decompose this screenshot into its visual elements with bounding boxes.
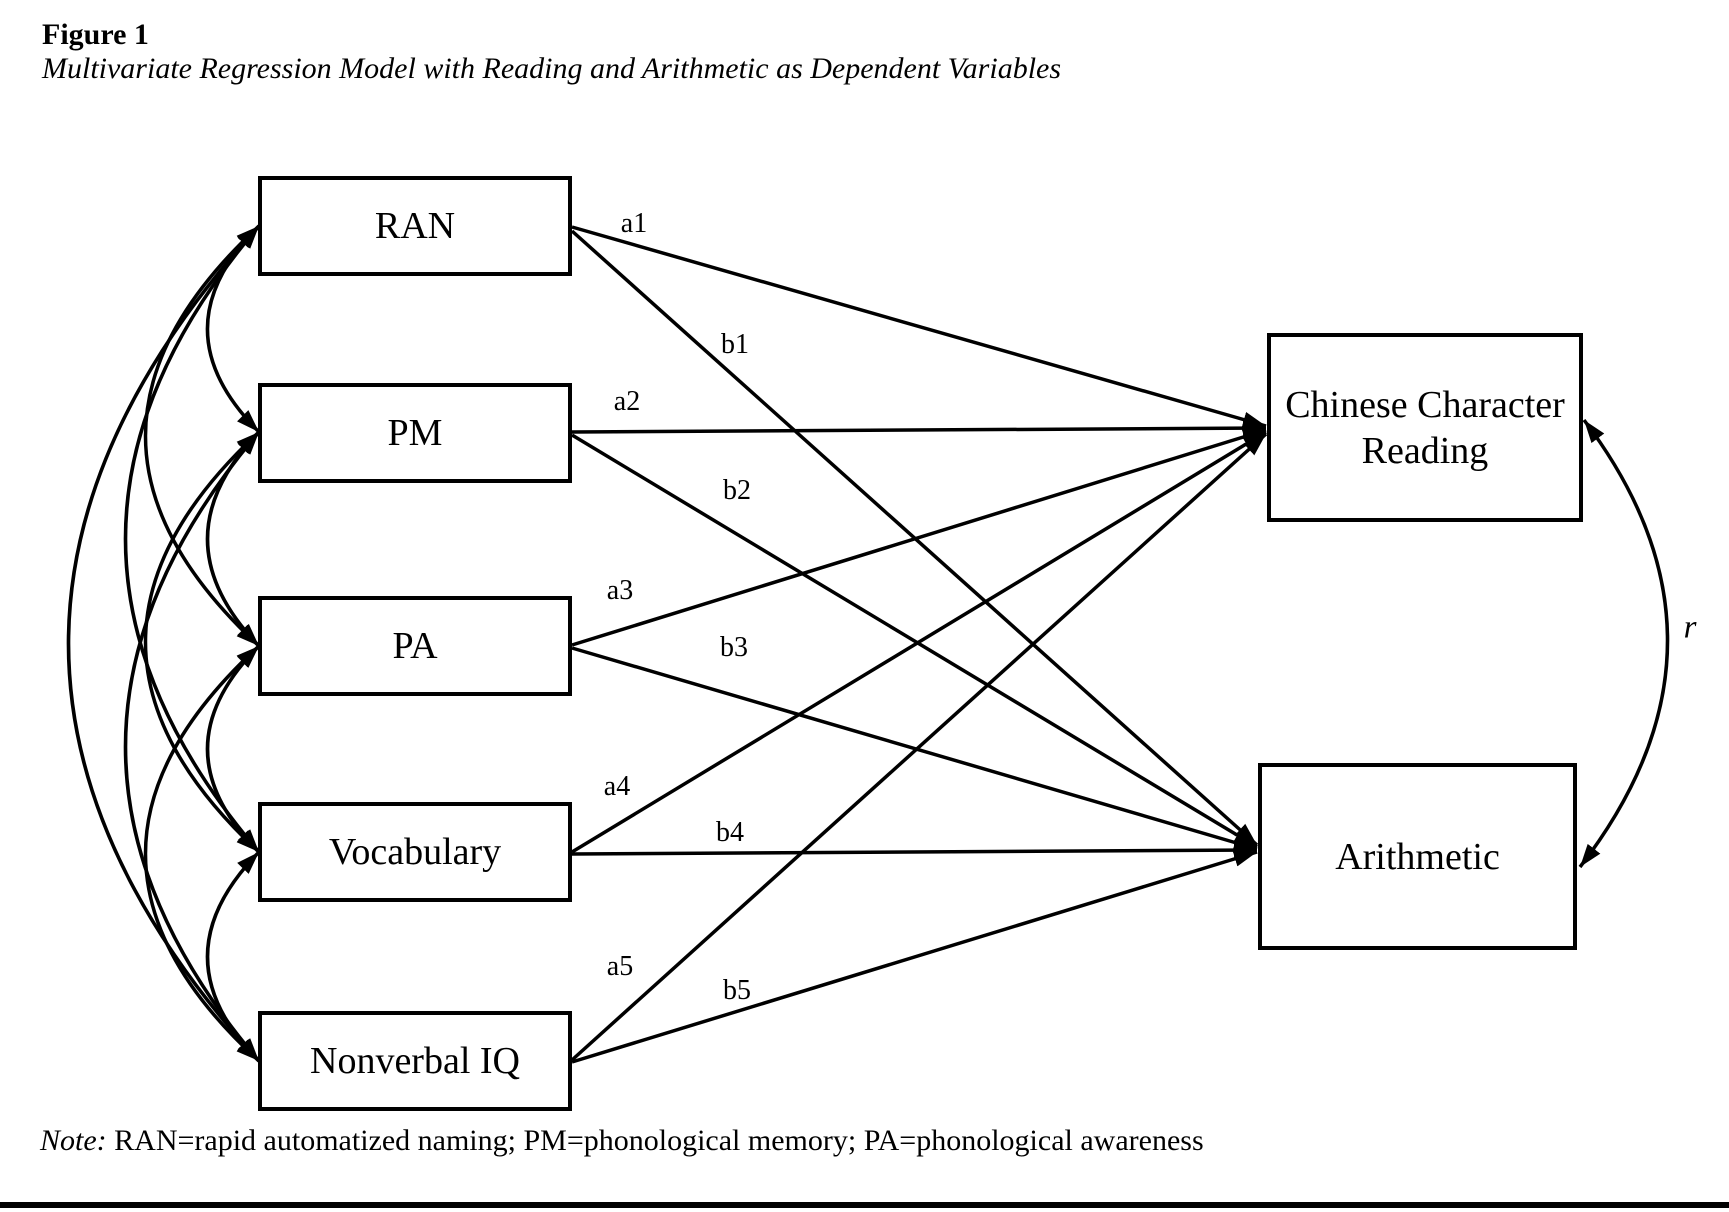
path-b3 — [571, 646, 1258, 851]
path-label-a3: a3 — [606, 575, 634, 606]
correlation-label-r: r — [1683, 609, 1697, 646]
cov-arc-ran-vocab — [123, 224, 261, 854]
outcome-label-reading-line2: Reading — [1361, 429, 1489, 472]
path-a3 — [571, 428, 1267, 647]
outcome-box-reading: Chinese Character Reading — [1267, 333, 1583, 522]
cov-arc-pa-iq — [143, 644, 261, 1063]
cov-arc-ran-iq — [66, 224, 261, 1063]
path-a1 — [571, 225, 1267, 428]
figure-caption: Multivariate Regression Model with Readi… — [42, 52, 1062, 85]
path-a5 — [570, 432, 1268, 1062]
predictor-box-nonverbal-iq: Nonverbal IQ — [258, 1011, 572, 1111]
path-b5 — [571, 850, 1258, 1064]
predictor-label-pm: PM — [387, 412, 443, 454]
corr-arrow-r — [1578, 418, 1670, 869]
path-b4 — [571, 842, 1258, 859]
predictor-box-vocabulary: Vocabulary — [258, 802, 572, 902]
path-label-b2: b2 — [723, 475, 751, 506]
predictor-label-vocabulary: Vocabulary — [328, 831, 502, 873]
page-bottom-rule — [0, 1202, 1729, 1208]
path-label-a1: a1 — [620, 208, 648, 239]
predictor-box-pa: PA — [258, 596, 572, 696]
outcome-box-arithmetic: Arithmetic — [1258, 763, 1577, 950]
figure-label: Figure 1 — [42, 18, 149, 51]
path-a2 — [571, 420, 1267, 437]
path-label-b5: b5 — [723, 975, 751, 1006]
note-prefix: Note: — [40, 1124, 107, 1157]
outcome-label-arithmetic: Arithmetic — [1335, 835, 1500, 878]
predictor-label-pa: PA — [392, 625, 438, 667]
predictor-box-pm: PM — [258, 383, 572, 483]
path-label-a4: a4 — [603, 771, 631, 802]
predictor-box-ran: RAN — [258, 176, 572, 276]
predictor-label-ran: RAN — [374, 205, 456, 247]
note-text: RAN=rapid automatized naming; PM=phonolo… — [106, 1124, 1204, 1157]
path-label-b1: b1 — [721, 329, 749, 360]
predictor-label-nonverbal-iq: Nonverbal IQ — [310, 1040, 520, 1082]
path-label-a5: a5 — [606, 951, 634, 982]
cov-arc-ran-pa — [143, 224, 261, 648]
path-label-b4: b4 — [716, 817, 744, 848]
outcome-label-reading: Chinese Character Reading — [1285, 382, 1565, 474]
cov-arc-pm-iq — [123, 430, 261, 1063]
path-label-a2: a2 — [613, 386, 641, 417]
cov-arc-pm-vocab — [143, 430, 261, 854]
outcome-label-reading-line1: Chinese Character — [1285, 383, 1565, 426]
figure-note: Note: RAN=rapid automatized naming; PM=p… — [40, 1124, 1204, 1158]
path-b1 — [570, 229, 1259, 847]
path-b2 — [571, 433, 1258, 849]
path-label-b3: b3 — [720, 632, 748, 663]
